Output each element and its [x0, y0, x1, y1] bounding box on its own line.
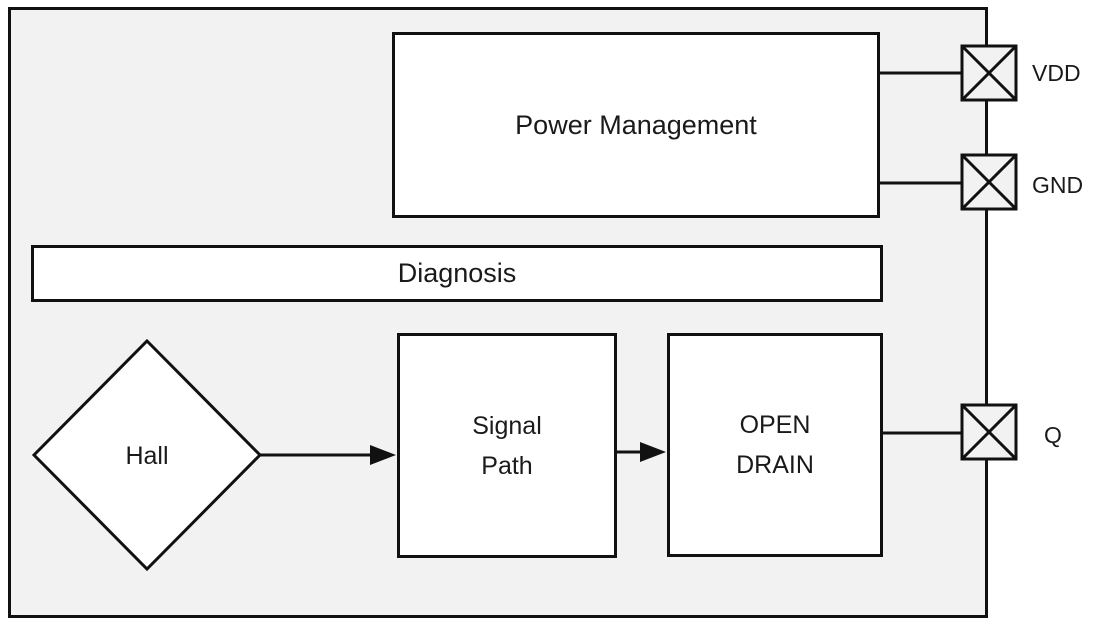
power-management-block: Power Management	[392, 32, 880, 218]
signal-path-label-line2: Path	[481, 451, 533, 480]
open-drain-label-line1: OPEN	[739, 411, 811, 439]
hall-label: Hall	[125, 442, 168, 470]
pin-q-icon	[960, 403, 1018, 461]
hall-diamond-shape	[31, 338, 263, 572]
signal-path-label-line1: Signal	[472, 411, 542, 440]
power-management-label: Power Management	[515, 109, 757, 140]
pin-gnd-icon	[960, 153, 1018, 211]
arrow-signal-path-to-opendrain	[617, 442, 666, 462]
pin-gnd-label: GND	[1032, 172, 1083, 198]
signal-path-block: Signal Path	[397, 333, 617, 558]
pin-vdd-label: VDD	[1032, 60, 1081, 86]
diagnosis-label: Diagnosis	[397, 258, 517, 288]
pin-vdd-icon	[960, 44, 1018, 102]
arrow-hall-to-signal-path	[259, 445, 396, 465]
pin-q-label: Q	[1044, 422, 1062, 448]
diagnosis-block: Diagnosis	[31, 245, 883, 302]
open-drain-label-line2: DRAIN	[736, 451, 814, 479]
hall-block: Hall	[31, 338, 263, 572]
open-drain-block: OPEN DRAIN	[667, 333, 883, 557]
